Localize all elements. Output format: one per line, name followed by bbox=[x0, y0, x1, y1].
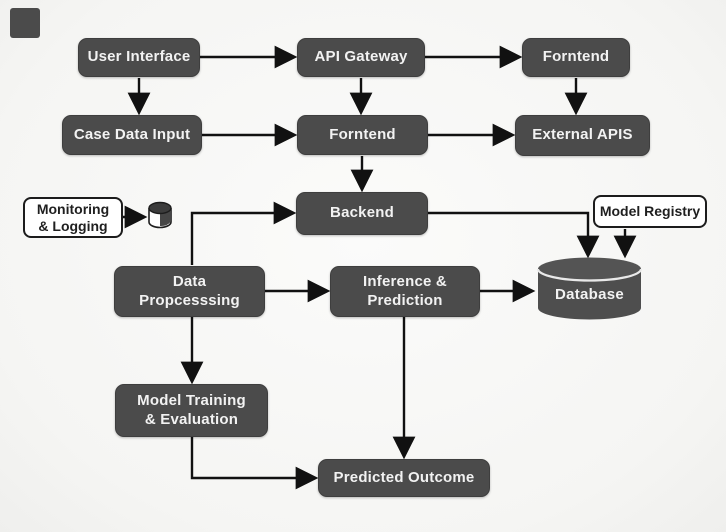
node-label: Inference & Prediction bbox=[363, 273, 447, 309]
node-api-gateway: API Gateway bbox=[297, 38, 425, 77]
node-model-registry: Model Registry bbox=[593, 195, 707, 228]
corner-square-decoration bbox=[10, 8, 40, 38]
node-monitoring-logging: Monitoring & Logging bbox=[23, 197, 123, 238]
node-label: Model Training & Evaluation bbox=[137, 392, 246, 428]
arrow-data-processing-to-backend bbox=[190, 201, 297, 265]
arrow-backend-to-database bbox=[428, 211, 600, 259]
node-case-data-input: Case Data Input bbox=[62, 115, 202, 155]
node-label: Forntend bbox=[329, 125, 396, 143]
node-database: Database bbox=[536, 256, 643, 322]
arrow-model-training-to-predicted-outcome bbox=[190, 437, 319, 490]
node-label: External APIS bbox=[532, 126, 633, 144]
node-label: Monitoring & Logging bbox=[36, 200, 110, 234]
node-label: Case Data Input bbox=[73, 125, 191, 143]
database-cylinder-icon bbox=[536, 257, 643, 320]
node-data-processing: Data Propcesssing bbox=[114, 266, 265, 317]
node-label: Forntend bbox=[542, 48, 610, 66]
node-model-training: Model Training & Evaluation bbox=[115, 384, 268, 437]
node-label: API Gateway bbox=[314, 48, 408, 66]
log-store-database-icon bbox=[147, 201, 173, 230]
node-predicted-outcome: Predicted Outcome bbox=[318, 459, 490, 497]
node-label: Backend bbox=[330, 204, 394, 222]
node-label: Database bbox=[554, 286, 625, 303]
node-label: Predicted Outcome bbox=[333, 468, 475, 486]
node-label: Model Registry bbox=[599, 203, 701, 220]
node-frontend-mid: Forntend bbox=[297, 115, 428, 155]
node-label: User Interface bbox=[87, 48, 191, 66]
node-frontend-top: Forntend bbox=[522, 38, 630, 77]
node-external-apis: External APIS bbox=[515, 115, 650, 156]
node-backend: Backend bbox=[296, 192, 428, 235]
node-user-interface: User Interface bbox=[78, 38, 200, 77]
node-label: Data Propcesssing bbox=[139, 273, 240, 309]
node-inference-prediction: Inference & Prediction bbox=[330, 266, 480, 317]
